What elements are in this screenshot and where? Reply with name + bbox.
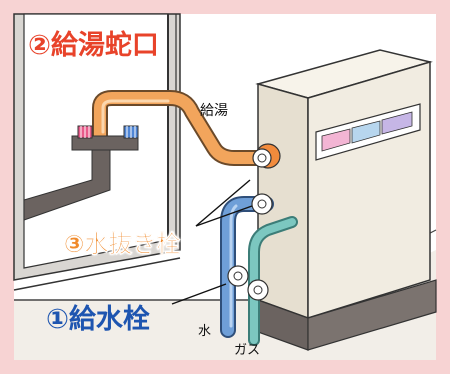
valve-hot xyxy=(252,143,281,169)
faucet-icon xyxy=(23,125,139,221)
heater-side xyxy=(307,60,431,320)
leader-drain-2 xyxy=(195,205,253,227)
label-water-pipe: 水 xyxy=(198,324,212,339)
gas-pipe xyxy=(248,216,298,346)
label-hot-water-pipe: 給湯 xyxy=(200,103,228,119)
leader-supply xyxy=(171,283,227,305)
leader-drain-1 xyxy=(195,179,251,227)
water-heater-icon xyxy=(255,49,437,351)
hot-water-pipe xyxy=(92,90,270,166)
label-gas-pipe: ガス xyxy=(234,343,261,358)
valve-gas xyxy=(247,279,269,301)
label-hot-water-faucet: ②給湯蛇口 xyxy=(28,30,159,61)
valve-supply xyxy=(227,265,249,287)
label-water-supply-valve: ①給水栓 xyxy=(46,304,150,335)
valve-drain xyxy=(251,193,273,215)
label-drain-plug: ③水抜き栓 xyxy=(64,230,181,258)
